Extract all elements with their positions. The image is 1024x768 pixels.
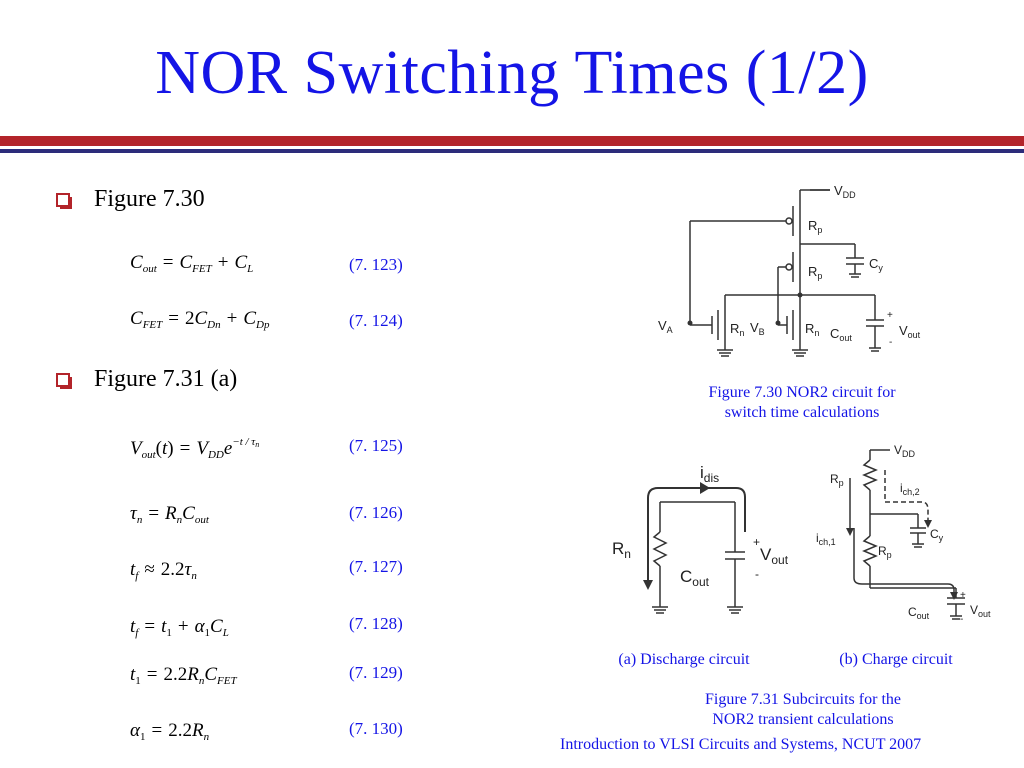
- discharge-circuit-diagram: idis Rn Cout + Vout -: [612, 463, 789, 614]
- svg-text:ich,2: ich,2: [900, 481, 920, 497]
- svg-text:ich,1: ich,1: [816, 531, 836, 547]
- equation-7-129: t1=2.2RnCFET: [130, 664, 237, 687]
- svg-text:VDD: VDD: [894, 443, 916, 459]
- svg-text:Rp: Rp: [878, 544, 892, 560]
- title-rule-red: [0, 136, 1024, 146]
- figure-7-30-caption: Figure 7.30 NOR2 circuit for switch time…: [672, 383, 932, 423]
- svg-text:Cout: Cout: [680, 567, 710, 589]
- svg-text:idis: idis: [700, 463, 719, 485]
- svg-text:Rp: Rp: [808, 218, 822, 235]
- equation-number: (7. 130): [349, 719, 403, 738]
- svg-text:+: +: [887, 310, 893, 321]
- bullet-square-icon: [56, 372, 72, 389]
- equation-7-126: τn=RnCout: [130, 503, 209, 526]
- bullet-label: Figure 7.31 (a): [94, 366, 238, 392]
- svg-text:Vout: Vout: [899, 323, 921, 340]
- figure-7-31b-caption: (b) Charge circuit: [839, 651, 953, 668]
- equation-number: (7. 127): [349, 557, 403, 576]
- svg-text:Cout: Cout: [908, 605, 930, 621]
- caption-line: Figure 7.31 Subcircuits for the: [705, 691, 901, 708]
- svg-text:-: -: [755, 567, 759, 581]
- caption-line: switch time calculations: [724, 404, 880, 421]
- equation-7-127: tf≈2.2τn: [130, 559, 197, 582]
- equation-number: (7. 128): [349, 614, 403, 633]
- caption-line: NOR2 transient calculations: [712, 711, 894, 728]
- svg-text:+: +: [753, 535, 760, 549]
- svg-text:Cy: Cy: [930, 527, 944, 543]
- charge-circuit-diagram: VDD Rp ich,2 Cy ich,1 Rp Cout + Vout -: [816, 443, 991, 625]
- equation-7-123: Cout=CFET+CL: [130, 252, 254, 275]
- equation-7-128: tf=t1+α1CL: [130, 616, 229, 639]
- equation-number: (7. 126): [349, 503, 403, 522]
- bullet-figure-7-30: Figure 7.30: [56, 186, 205, 213]
- equation-7-130: α1=2.2Rn: [130, 720, 210, 743]
- svg-text:Rp: Rp: [808, 264, 822, 281]
- bullet-figure-7-31a: Figure 7.31 (a): [56, 366, 237, 393]
- svg-text:+: +: [960, 590, 966, 601]
- svg-text:Vout: Vout: [970, 603, 991, 619]
- slide-footer: Introduction to VLSI Circuits and System…: [560, 736, 922, 753]
- svg-text:Rn: Rn: [730, 321, 744, 338]
- equation-7-125: Vout(t)=VDDe−t / τn: [130, 436, 260, 461]
- equation-number: (7. 124): [349, 311, 403, 330]
- figure-7-31-caption: Figure 7.31 Subcircuits for the NOR2 tra…: [660, 690, 946, 730]
- bullet-label: Figure 7.30: [94, 186, 205, 212]
- equation-number: (7. 125): [349, 436, 403, 455]
- svg-text:VB: VB: [750, 320, 765, 337]
- slide-title: NOR Switching Times (1/2): [155, 39, 869, 107]
- svg-text:-: -: [889, 337, 892, 348]
- nor2-circuit-schematic: VDD Rp Cy Rp VA Rn VB Rn Cout + Vout -: [658, 183, 921, 357]
- svg-text:Cout: Cout: [830, 326, 852, 343]
- svg-text:VA: VA: [658, 318, 673, 335]
- figure-7-31a-caption: (a) Discharge circuit: [618, 651, 750, 668]
- svg-text:Vout: Vout: [760, 545, 789, 567]
- equation-number: (7. 129): [349, 663, 403, 682]
- svg-text:Cy: Cy: [869, 256, 883, 273]
- svg-text:VDD: VDD: [834, 183, 856, 200]
- title-rule-gap: [0, 146, 1024, 149]
- equation-number: (7. 123): [349, 255, 403, 274]
- svg-text:Rp: Rp: [830, 472, 844, 488]
- title-rule-navy: [0, 149, 1024, 153]
- svg-text:-: -: [960, 614, 963, 625]
- equation-7-124: CFET=2CDn+CDp: [130, 308, 270, 331]
- bullet-square-icon: [56, 192, 72, 209]
- svg-text:Rn: Rn: [612, 539, 631, 561]
- svg-text:Rn: Rn: [805, 321, 819, 338]
- caption-line: Figure 7.30 NOR2 circuit for: [708, 384, 896, 401]
